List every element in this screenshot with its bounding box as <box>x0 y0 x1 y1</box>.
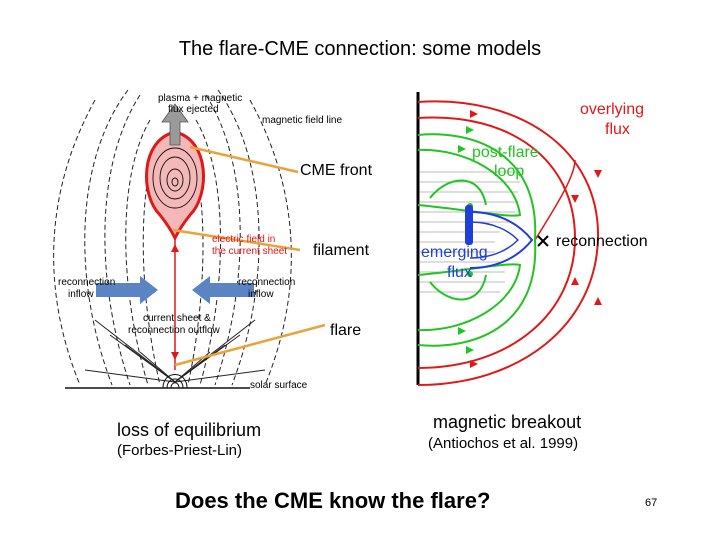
left-model-figure <box>53 89 292 389</box>
callout-lines <box>172 145 326 367</box>
surface-field-lines <box>84 319 266 383</box>
page-number: 67 <box>645 497 658 509</box>
callout-cme-front: CME front <box>300 162 373 179</box>
emerging-flux-line <box>469 211 534 269</box>
right-model-figure <box>416 92 602 386</box>
callout-line-filament <box>172 228 301 252</box>
callout-flare: flare <box>330 322 362 339</box>
label-inflow-left-1: reconnection <box>58 277 116 288</box>
inflow-arrow-right <box>192 276 254 304</box>
label-post-flare-2: loop <box>494 163 525 180</box>
label-emerging-2: flux <box>447 264 472 281</box>
bottom-question: Does the CME know the flare? <box>175 488 491 513</box>
overlying-flux-inner <box>417 116 577 369</box>
right-model-authors: (Antiochos et al. 1999) <box>428 435 579 452</box>
callout-line-flare <box>174 323 326 367</box>
emerging-flux-line-inner <box>469 221 520 259</box>
grey-field-hatch <box>420 171 520 293</box>
label-inflow-right-2: inflow <box>248 289 274 300</box>
flux-rope-contours <box>152 147 198 209</box>
label-electric-field-2: the current sheet <box>212 246 288 257</box>
label-overlying-2: flux <box>605 121 630 138</box>
overlying-flux-outer <box>417 100 600 386</box>
reconnection-x-mark <box>537 235 549 247</box>
label-overlying-1: overlying <box>580 101 645 118</box>
emerging-flux-core <box>465 205 473 245</box>
right-model-name: magnetic breakout <box>433 412 582 432</box>
label-reconnection: reconnection <box>556 233 648 250</box>
left-model-authors: (Forbes-Priest-Lin) <box>117 442 243 459</box>
slide-title: The flare-CME connection: some models <box>178 38 542 60</box>
label-inflow-left-2: inflow <box>68 289 94 300</box>
inflow-arrow-left <box>96 276 158 304</box>
overlying-flux-to-x <box>534 159 576 241</box>
outflow-arrow-up <box>171 244 179 252</box>
outflow-arrow-down <box>171 352 179 360</box>
label-ejected-1: plasma + magnetic <box>158 93 243 104</box>
field-lines <box>53 89 292 386</box>
overlying-flux-arrows <box>470 110 602 368</box>
label-field-line: magnetic field line <box>262 115 343 126</box>
label-post-flare-1: post-flare <box>472 144 539 161</box>
label-outflow-2: reconnection outflow <box>128 325 220 336</box>
label-inflow-right-1: reconnection <box>238 277 296 288</box>
callout-line-cme-front <box>189 145 299 174</box>
left-model-name: loss of equilibrium <box>117 420 262 440</box>
callout-filament: filament <box>313 242 370 259</box>
label-solar-surface: solar surface <box>250 380 308 391</box>
label-ejected-2: flux ejected <box>168 104 219 115</box>
ejection-arrow <box>161 103 189 146</box>
label-emerging-1: emerging <box>421 244 488 261</box>
flare-loops <box>162 374 188 389</box>
label-electric-field-1: electric field in <box>212 234 276 245</box>
label-outflow-1: current sheet & <box>143 313 211 324</box>
